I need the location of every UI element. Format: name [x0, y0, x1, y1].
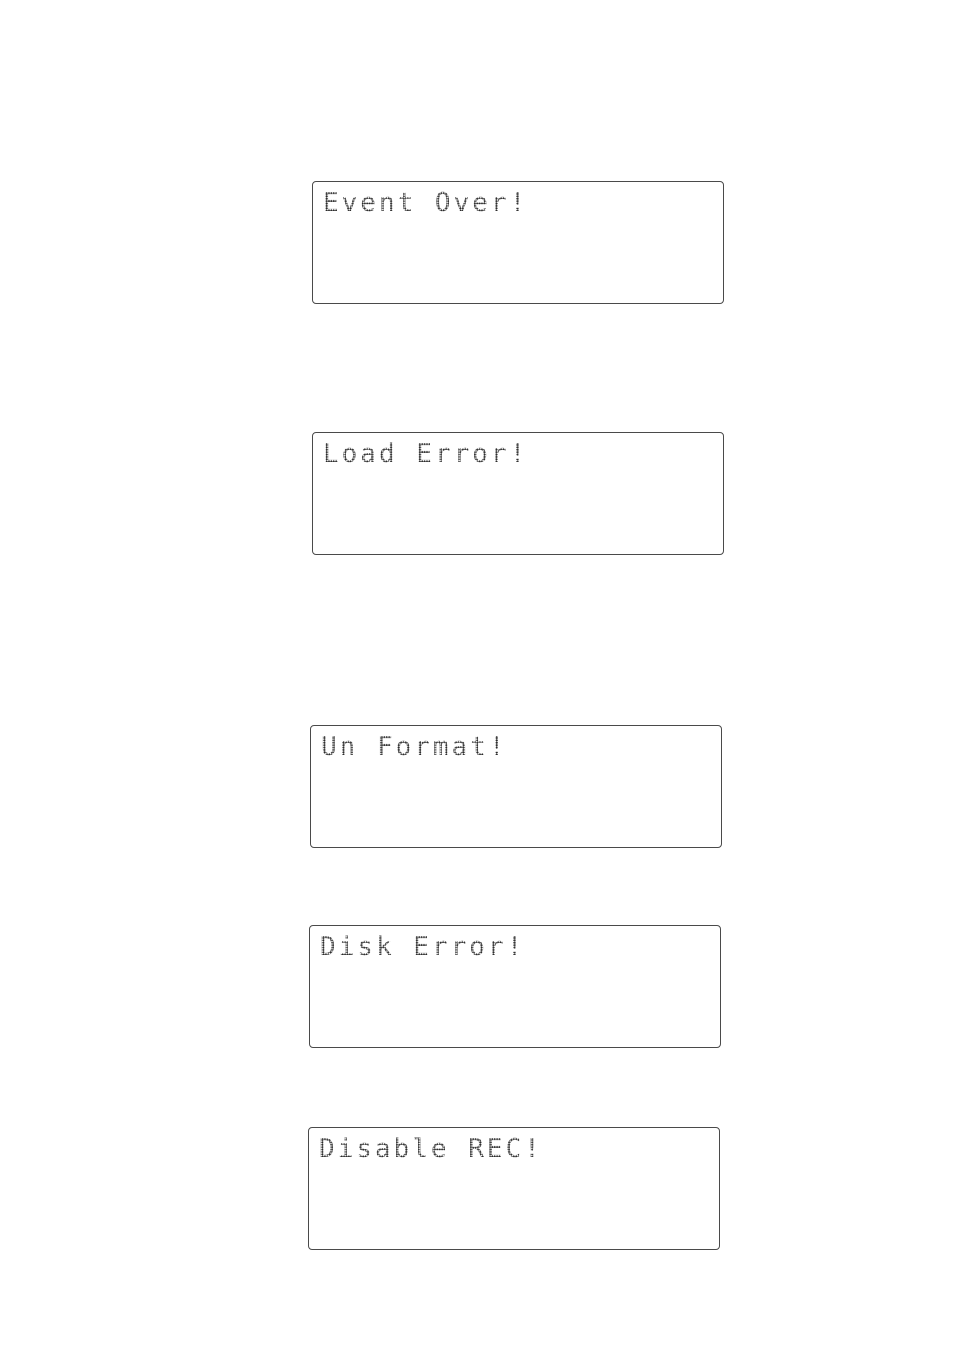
lcd-message: Un Format!	[321, 732, 508, 762]
lcd-display-un-format: Un Format!	[310, 725, 722, 848]
lcd-message: Event Over!	[323, 188, 528, 218]
lcd-display-disable-rec: Disable REC!	[308, 1127, 720, 1250]
lcd-message: Disable REC!	[319, 1134, 543, 1164]
lcd-display-event-over: Event Over!	[312, 181, 724, 304]
lcd-message: Load Error!	[323, 439, 528, 469]
lcd-display-load-error: Load Error!	[312, 432, 724, 555]
lcd-message: Disk Error!	[320, 932, 525, 962]
lcd-display-disk-error: Disk Error!	[309, 925, 721, 1048]
